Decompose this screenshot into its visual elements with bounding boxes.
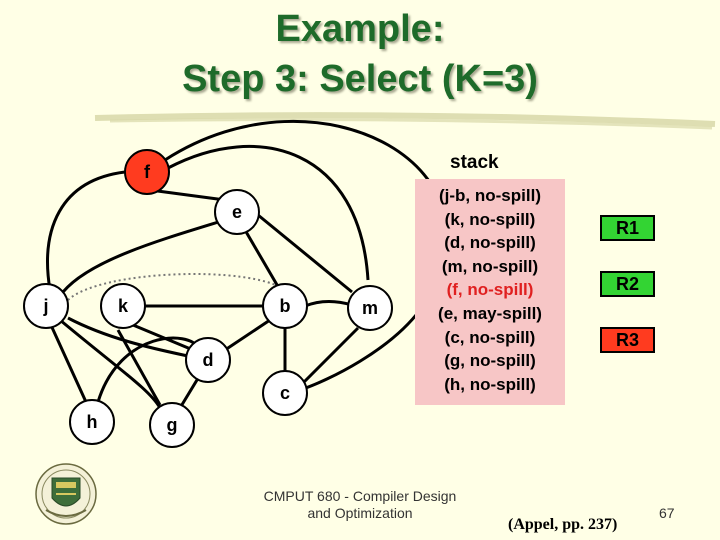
node-d-label: d bbox=[203, 350, 214, 370]
node-f bbox=[124, 149, 170, 195]
footer-line2: and Optimization bbox=[307, 505, 413, 521]
node-e bbox=[214, 189, 260, 235]
node-k bbox=[100, 283, 146, 329]
edge-e-m bbox=[257, 213, 353, 294]
edge-k-g bbox=[116, 329, 162, 406]
stack-item: (f, no-spill) bbox=[446, 280, 534, 300]
node-m bbox=[347, 285, 393, 331]
stack-panel bbox=[415, 179, 565, 405]
edge-j-g bbox=[59, 318, 162, 409]
stack-item: (g, no-spill) bbox=[444, 351, 536, 371]
node-j bbox=[23, 283, 69, 329]
edge-j-h bbox=[48, 322, 88, 403]
node-d bbox=[185, 337, 231, 383]
stack-item: (j-b, no-spill) bbox=[439, 186, 541, 205]
node-g bbox=[149, 402, 195, 448]
edge-f-m bbox=[167, 145, 370, 281]
node-k-label: k bbox=[118, 296, 129, 316]
footer-line1: CMPUT 680 - Compiler Design bbox=[263, 488, 457, 504]
node-b bbox=[262, 283, 308, 329]
edge-d-g bbox=[178, 374, 202, 409]
node-b-label: b bbox=[280, 296, 291, 316]
stack-title: stack bbox=[450, 152, 499, 173]
edge-b-m bbox=[304, 299, 353, 308]
edge-f-e bbox=[149, 188, 226, 202]
stack-list: (j-b, no-spill) (k, no-spill) (d, no-spi… bbox=[415, 184, 565, 396]
citation: (Appel, pp. 237) bbox=[508, 516, 618, 533]
node-f-label: f bbox=[144, 162, 151, 182]
node-m-label: m bbox=[362, 298, 378, 318]
node-g-label: g bbox=[167, 415, 178, 435]
node-h bbox=[69, 399, 115, 445]
node-h-label: h bbox=[87, 412, 98, 432]
stack-item: (h, no-spill) bbox=[444, 374, 536, 394]
edge-m-c bbox=[301, 326, 360, 385]
page-number: 67 bbox=[659, 505, 675, 521]
stack-item: (m, no-spill) bbox=[441, 256, 539, 276]
edge-e-b bbox=[243, 229, 282, 291]
footer-course: CMPUT 680 - Compiler Design and Optimiza… bbox=[250, 488, 470, 522]
node-c-label: c bbox=[280, 383, 290, 403]
edge-h-d bbox=[96, 336, 200, 403]
edge-e-j bbox=[61, 218, 226, 293]
slide-title-line2: Step 3: Select (K=3) bbox=[182, 58, 538, 100]
move-edge-j-b bbox=[67, 272, 286, 301]
graph-nodes bbox=[23, 149, 393, 448]
node-j-label: j bbox=[42, 296, 48, 316]
edge-f-j bbox=[46, 170, 126, 291]
node-e-label: e bbox=[232, 202, 242, 222]
stack-item: (e, may-spill) bbox=[438, 303, 542, 323]
edge-b-d bbox=[221, 318, 271, 354]
edge-j-d bbox=[67, 316, 189, 358]
register-r1: R1 bbox=[600, 215, 655, 241]
graph-edges bbox=[46, 119, 449, 409]
node-c bbox=[262, 370, 308, 416]
stack-item: (d, no-spill) bbox=[444, 233, 536, 253]
stack-item: (c, no-spill) bbox=[444, 327, 536, 347]
register-r2: R2 bbox=[600, 271, 655, 297]
slide-title-line1: Example: bbox=[275, 8, 445, 50]
university-crest-logo bbox=[35, 463, 97, 525]
stack-item: (k, no-spill) bbox=[444, 209, 536, 229]
register-r3: R3 bbox=[600, 327, 655, 353]
